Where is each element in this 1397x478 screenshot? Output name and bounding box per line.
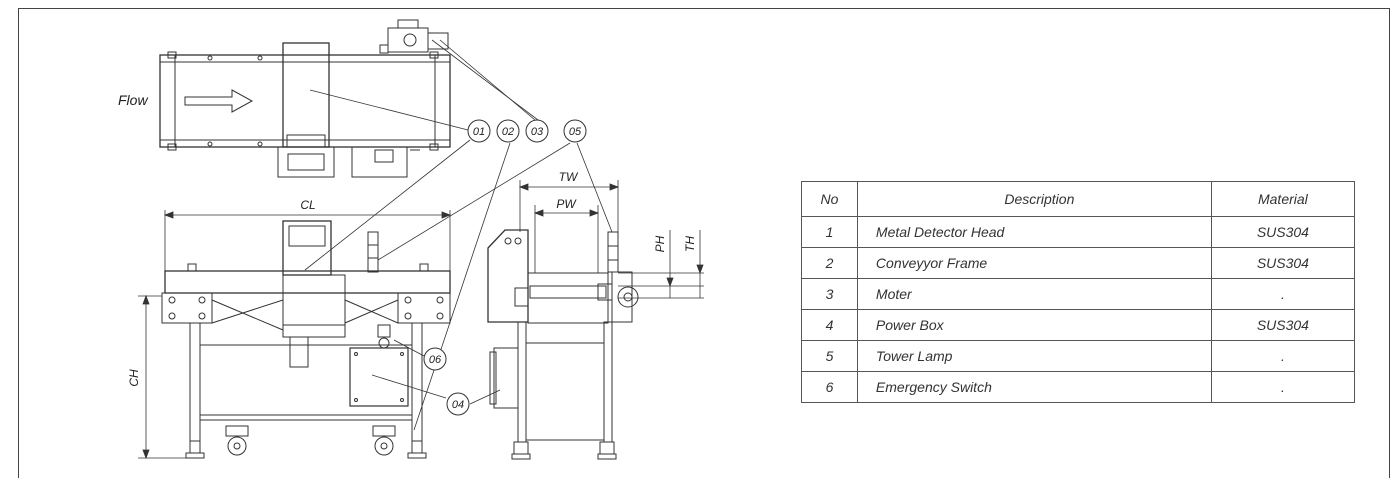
dimension-ph-label: PH bbox=[653, 235, 667, 252]
machine-drawing: Flow 01 02 03 05 06 04 CL TW PW CH PH TH bbox=[118, 19, 704, 460]
row-description: Conveyyor Frame bbox=[856, 247, 1212, 279]
row-description: Emergency Switch bbox=[856, 371, 1212, 403]
drawing-labels: Flow 01 02 03 05 06 04 CL TW PW CH PH TH bbox=[118, 92, 697, 411]
callout-01-label: 01 bbox=[473, 126, 485, 138]
header-material: Material bbox=[1210, 181, 1356, 217]
row-no: 6 bbox=[801, 371, 858, 403]
front-view bbox=[161, 220, 451, 459]
callout-05-label: 05 bbox=[569, 126, 582, 138]
row-description: Moter bbox=[856, 278, 1212, 310]
table-row: 1 Metal Detector Head SUS304 bbox=[801, 216, 1356, 248]
row-no: 5 bbox=[801, 340, 858, 372]
dimension-cl-label: CL bbox=[300, 198, 315, 212]
row-no: 1 bbox=[801, 216, 858, 248]
header-description: Description bbox=[856, 181, 1212, 217]
drawing-frame bbox=[18, 8, 1390, 478]
callout-04 bbox=[446, 392, 470, 416]
row-description: Tower Lamp bbox=[856, 340, 1212, 372]
parts-table-header-row: No Description Material bbox=[801, 181, 1356, 217]
row-material: SUS304 bbox=[1210, 247, 1356, 279]
callout-05 bbox=[563, 119, 587, 143]
row-material: . bbox=[1210, 371, 1356, 403]
row-no: 2 bbox=[801, 247, 858, 279]
dimension-lines bbox=[138, 180, 704, 460]
dimension-ch-label: CH bbox=[127, 369, 141, 387]
row-description: Power Box bbox=[856, 309, 1212, 341]
callout-03 bbox=[525, 119, 549, 143]
table-row: 2 Conveyyor Frame SUS304 bbox=[801, 247, 1356, 279]
dimension-tw-label: TW bbox=[559, 170, 579, 184]
row-no: 4 bbox=[801, 309, 858, 341]
row-material: SUS304 bbox=[1210, 309, 1356, 341]
callout-06-label: 06 bbox=[429, 354, 442, 366]
row-no: 3 bbox=[801, 278, 858, 310]
header-no: No bbox=[801, 181, 858, 217]
dimension-th-label: TH bbox=[683, 236, 697, 252]
table-row: 5 Tower Lamp . bbox=[801, 340, 1356, 372]
dimension-pw-label: PW bbox=[556, 197, 577, 211]
row-material: . bbox=[1210, 278, 1356, 310]
row-material: . bbox=[1210, 340, 1356, 372]
row-description: Metal Detector Head bbox=[856, 216, 1212, 248]
table-row: 3 Moter . bbox=[801, 278, 1356, 310]
table-row: 6 Emergency Switch . bbox=[801, 371, 1356, 403]
parts-table: No Description Material 1 Metal Detector… bbox=[801, 181, 1356, 403]
callout-02-label: 02 bbox=[502, 126, 514, 138]
callout-06 bbox=[423, 347, 447, 371]
callout-03-label: 03 bbox=[531, 126, 544, 138]
callout-bubbles bbox=[423, 119, 587, 416]
table-row: 4 Power Box SUS304 bbox=[801, 309, 1356, 341]
flow-label: Flow bbox=[118, 92, 148, 108]
callout-02 bbox=[496, 119, 520, 143]
side-view bbox=[487, 229, 639, 460]
row-material: SUS304 bbox=[1210, 216, 1356, 248]
callout-04-label: 04 bbox=[452, 399, 464, 411]
top-view bbox=[159, 19, 451, 178]
flow-arrow-icon bbox=[184, 89, 254, 113]
callout-01 bbox=[467, 119, 491, 143]
leader-lines bbox=[304, 39, 613, 431]
